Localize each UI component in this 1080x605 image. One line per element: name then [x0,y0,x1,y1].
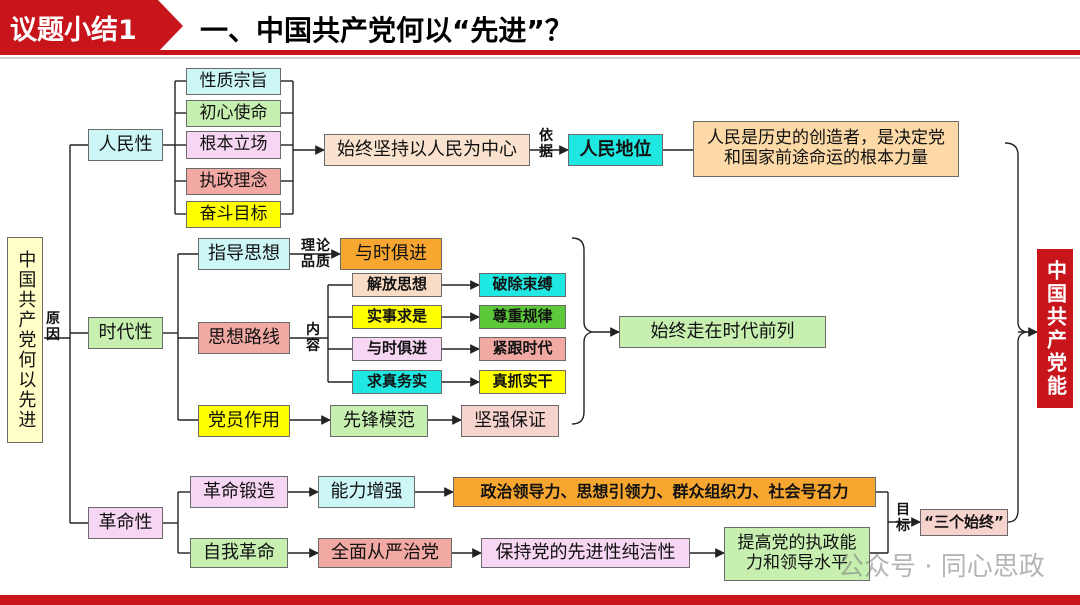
three-always-box: “三个始终” [920,509,1008,536]
era-box: 时代性 [88,317,163,349]
people-conclusion-box: 人民是历史的创造者，是决定党和国家前途命运的根本力量 [693,121,959,177]
pair-right-1: 破除束缚 [479,273,566,297]
rev-keep-box: 保持党的先进性纯洁性 [481,538,690,568]
era-front-box: 始终走在时代前列 [619,316,826,348]
header-rule [0,50,1080,55]
era-theory-box: 与时俱进 [340,238,442,270]
pair-left-3: 与时俱进 [352,337,442,361]
root-box: 中国共产党何以先进 [7,237,43,443]
reason-label: 原因 [46,311,60,343]
era-guarantee-box: 坚强保证 [461,405,559,437]
pair-right-3: 紧跟时代 [479,337,566,361]
era-guide-box: 指导思想 [198,238,290,270]
rev-powers-box: 政治领导力、思想引领力、群众组织力、社会号召力 [453,477,876,507]
theory-label: 理论品质 [301,238,331,270]
section-tag: 议题小结1 [0,0,183,52]
era-pioneer-box: 先锋模范 [330,405,428,437]
people-item-mission: 初心使命 [186,100,281,127]
rev-forge-box: 革命锻造 [190,476,288,508]
people-box: 人民性 [88,129,163,161]
footer-bar [0,595,1080,605]
pair-left-2: 实事求是 [352,305,442,329]
people-item-stance: 根本立场 [186,131,281,159]
header-rule-shadow [0,57,1080,59]
pair-left-4: 求真务实 [352,370,442,394]
era-line-box: 思想路线 [198,322,290,354]
people-item-goal: 奋斗目标 [186,201,281,228]
section-tag-text: 议题小结1 [10,15,137,46]
people-center-box: 始终坚持以人民为中心 [324,134,530,166]
pair-right-2: 尊重规律 [479,305,566,329]
rev-improve-box: 提高党的执政能力和领导水平 [724,527,870,581]
result-box: 中国共产党能 [1037,249,1073,408]
goal-label: 目标 [896,502,910,534]
rev-strict-box: 全面从严治党 [318,538,452,568]
page-title: 一、中国共产党何以“先进”？ [200,14,573,47]
people-item-nature: 性质宗旨 [186,68,281,95]
people-item-governance: 执政理念 [186,168,281,195]
basis-label: 依据 [539,128,553,160]
rev-self-box: 自我革命 [190,538,288,568]
people-status-box: 人民地位 [568,134,663,166]
pair-right-4: 真抓实干 [479,370,566,394]
rev-ability-box: 能力增强 [318,476,415,508]
revolution-box: 革命性 [88,507,163,539]
pair-left-1: 解放思想 [352,273,442,297]
content-label: 内容 [306,322,320,354]
era-member-box: 党员作用 [198,405,290,437]
watermark: 公众号 · 同心思政 [838,552,1045,582]
